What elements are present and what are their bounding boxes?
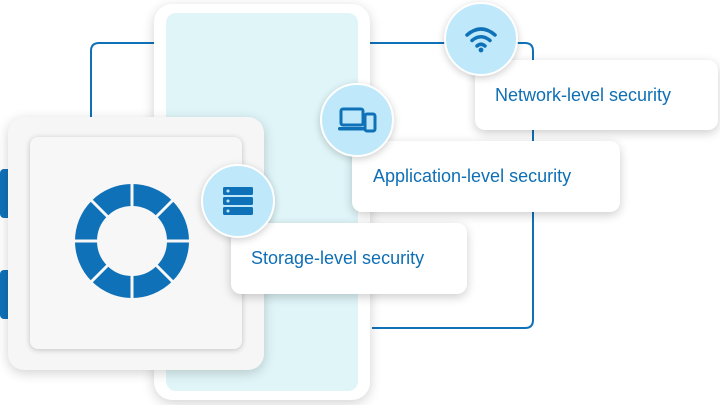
wifi-icon — [444, 2, 518, 76]
application-security-card: Application-level security — [352, 141, 620, 212]
devices-icon — [320, 83, 394, 157]
network-security-card: Network-level security — [475, 60, 718, 130]
safe-dial-icon — [74, 183, 190, 299]
storage-security-label: Storage-level security — [251, 248, 425, 268]
application-security-label: Application-level security — [373, 166, 572, 186]
server-stack-icon — [201, 164, 275, 238]
safe-door — [30, 137, 242, 349]
storage-security-card: Storage-level security — [231, 223, 467, 294]
network-security-label: Network-level security — [495, 84, 672, 105]
safe-vault — [8, 117, 264, 370]
